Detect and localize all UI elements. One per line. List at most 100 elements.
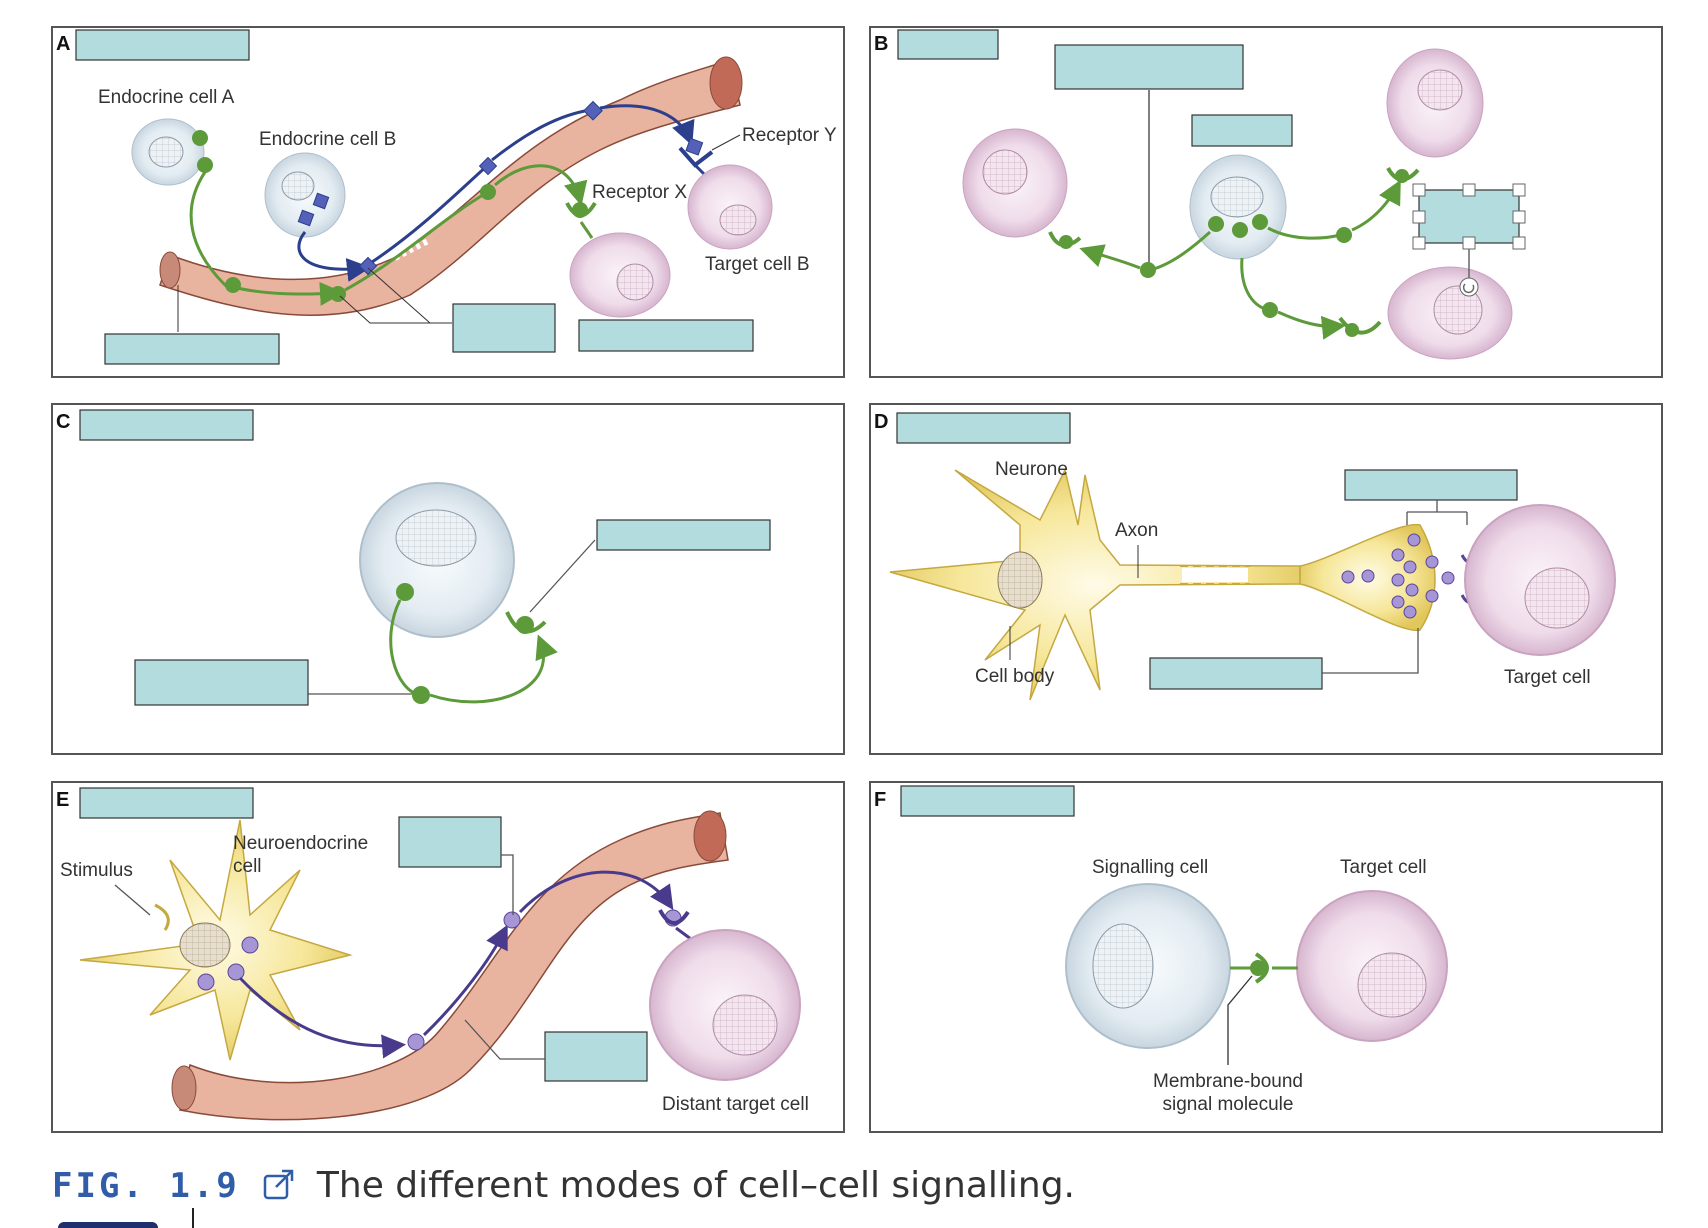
signal-molecule <box>1208 216 1224 232</box>
stimulus-terminal <box>154 903 170 931</box>
label-box <box>79 787 254 819</box>
divider <box>192 1208 194 1228</box>
label-box <box>544 1031 648 1082</box>
nucleus <box>1417 69 1463 111</box>
hormone <box>241 936 259 954</box>
receptor-x <box>565 201 597 218</box>
label-cell: cell <box>233 856 262 877</box>
bracket <box>1406 500 1468 525</box>
nucleus <box>1357 952 1427 1018</box>
panel-f-letter: F <box>874 789 886 811</box>
label-axon: Axon <box>1115 520 1158 541</box>
leader-line <box>1227 975 1253 1065</box>
signal-molecule <box>1395 169 1409 183</box>
resize-handle[interactable] <box>1512 236 1526 250</box>
hormone-path <box>297 231 371 282</box>
nucleus <box>1210 176 1264 218</box>
hormone-path <box>422 924 508 1037</box>
leader-line <box>464 1019 545 1060</box>
resize-handle[interactable] <box>1512 183 1526 197</box>
label-signalling-cell: Signalling cell <box>1092 857 1208 878</box>
label-box <box>900 785 1075 817</box>
neurone-body <box>889 467 1301 701</box>
panel-f: F Signalling cell Target cell Membrane-b… <box>869 781 1663 1133</box>
nucleus <box>1524 567 1590 629</box>
resize-handle[interactable] <box>1512 210 1526 224</box>
external-link-icon[interactable] <box>262 1168 296 1202</box>
receptor-stem <box>693 163 707 177</box>
label-distant-target-cell: Distant target cell <box>662 1094 809 1115</box>
signal-molecule <box>197 157 213 173</box>
rotate-handle-icon[interactable] <box>1459 277 1479 297</box>
label-membrane-bound: Membrane-bound <box>1153 1071 1303 1092</box>
label-box <box>578 319 754 352</box>
label-box <box>104 333 280 365</box>
panel-b-letter: B <box>874 33 888 55</box>
signal-molecule <box>225 277 241 293</box>
figure-caption: FIG. 1.9 The different modes of cell–cel… <box>52 1164 1075 1207</box>
hormone-path <box>491 108 591 162</box>
signal-path <box>389 599 421 697</box>
signal-molecule <box>396 583 414 601</box>
hormone <box>407 1033 425 1051</box>
panel-a: A Endocrine cell A Endocrine cell B <box>51 26 845 378</box>
selected-label-box[interactable] <box>1412 183 1526 297</box>
vessel-end <box>159 251 181 289</box>
label-box <box>1344 469 1518 501</box>
hormone-path <box>371 163 489 264</box>
signal-molecule <box>412 686 430 704</box>
vesicles <box>1341 533 1455 619</box>
hormone <box>685 137 704 156</box>
figure-title: The different modes of cell–cell signall… <box>316 1165 1075 1206</box>
hormone <box>227 963 245 981</box>
signal-molecule <box>192 130 208 146</box>
label-box <box>75 29 250 61</box>
nucleus <box>1092 923 1154 1009</box>
label-box <box>1149 657 1323 690</box>
resize-handle[interactable] <box>1412 210 1426 224</box>
label-box <box>79 409 254 441</box>
panel-f-frame <box>869 781 1663 1133</box>
resize-handle[interactable] <box>1462 236 1476 250</box>
signal-molecule <box>1232 222 1248 238</box>
label-box-selected[interactable] <box>1418 189 1520 244</box>
panel-c: C <box>51 403 845 755</box>
vessel-gap <box>393 237 477 303</box>
label-neurone: Neurone <box>995 459 1068 480</box>
signal-path <box>494 164 588 206</box>
signal-molecule <box>1262 302 1278 318</box>
label-box <box>596 519 771 551</box>
signal-path <box>189 171 344 306</box>
label-cell-body: Cell body <box>975 666 1055 687</box>
nucleus <box>1433 285 1483 335</box>
signal-path <box>1267 226 1341 240</box>
signal-molecule <box>1345 323 1359 337</box>
blood-vessel <box>179 812 729 1121</box>
signal-molecule <box>1140 262 1156 278</box>
nucleus <box>395 509 477 567</box>
label-target-cell: Target cell <box>1340 857 1427 878</box>
receptor <box>1338 316 1382 335</box>
resize-handle[interactable] <box>1412 236 1426 250</box>
signal-path <box>1277 310 1346 340</box>
membrane-bound-signal <box>1250 960 1266 976</box>
vessel-end <box>171 1065 197 1111</box>
figure-number: FIG. 1.9 <box>52 1166 240 1206</box>
leader-line <box>114 884 151 916</box>
label-box <box>452 303 556 353</box>
label-receptor-y: Receptor Y <box>742 125 837 146</box>
receptor-stem <box>579 221 594 239</box>
nucleus <box>281 171 315 201</box>
resize-handle[interactable] <box>1412 183 1426 197</box>
panel-d: D Neurone Axon Cell body <box>869 403 1663 755</box>
label-neuroendocrine: Neuroendocrine <box>233 833 368 854</box>
hormone <box>583 100 603 121</box>
leader-line <box>501 854 514 915</box>
hormone-path <box>238 976 406 1059</box>
nucleus <box>997 551 1043 609</box>
axon-break <box>1180 565 1250 585</box>
label-signal-molecule: signal molecule <box>1163 1094 1294 1115</box>
resize-handle[interactable] <box>1462 183 1476 197</box>
signal-molecule <box>1252 214 1268 230</box>
